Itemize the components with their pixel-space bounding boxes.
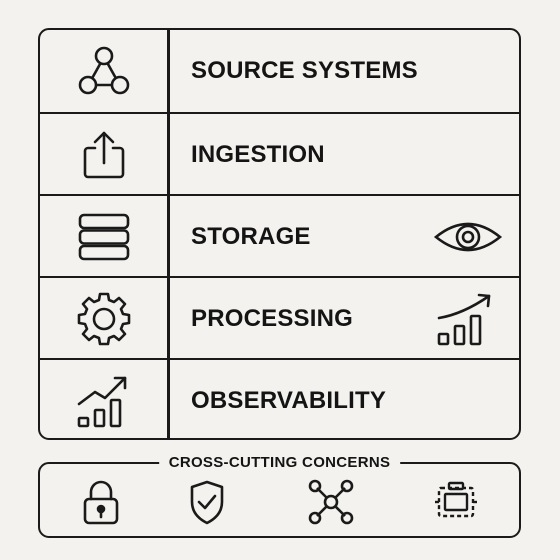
upload-icon [76, 127, 132, 183]
layer-storage: STORAGE [40, 194, 519, 278]
gear-icon [75, 290, 133, 348]
layer-icon-cell [40, 196, 167, 278]
layer-label: OBSERVABILITY [191, 387, 387, 414]
layer-label: INGESTION [191, 141, 325, 168]
database-stack-icon [76, 211, 132, 263]
cross-cutting-title: CROSS-CUTTING CONCERNS [158, 454, 401, 472]
layer-stack: SOURCE SYSTEMS INGESTION [38, 28, 521, 440]
layer-processing: PROCESSING [40, 276, 519, 360]
network-nodes-icon [74, 45, 134, 97]
layer-ingestion: INGESTION [40, 112, 519, 196]
eye-icon [433, 217, 503, 257]
layer-side-icon [435, 278, 495, 360]
shield-check-icon [187, 478, 227, 526]
cross-cutting-concerns-panel: CROSS-CUTTING CONCERNS [38, 454, 521, 538]
layer-icon-cell [40, 278, 167, 360]
growth-chart-icon [435, 290, 495, 348]
layer-source-systems: SOURCE SYSTEMS [40, 30, 519, 112]
layer-label: PROCESSING [191, 305, 354, 332]
layer-icon-cell [40, 114, 167, 196]
layer-icon-cell [40, 30, 167, 112]
lock-icon [81, 478, 121, 526]
layer-side-icon [433, 196, 503, 278]
layer-label: SOURCE SYSTEMS [191, 57, 418, 84]
chip-icon [434, 480, 478, 524]
network-hub-icon [306, 477, 356, 527]
layer-icon-cell [40, 360, 167, 438]
layer-label: STORAGE [191, 223, 311, 250]
layer-observability: OBSERVABILITY [40, 358, 519, 438]
growth-chart-icon [75, 372, 133, 430]
